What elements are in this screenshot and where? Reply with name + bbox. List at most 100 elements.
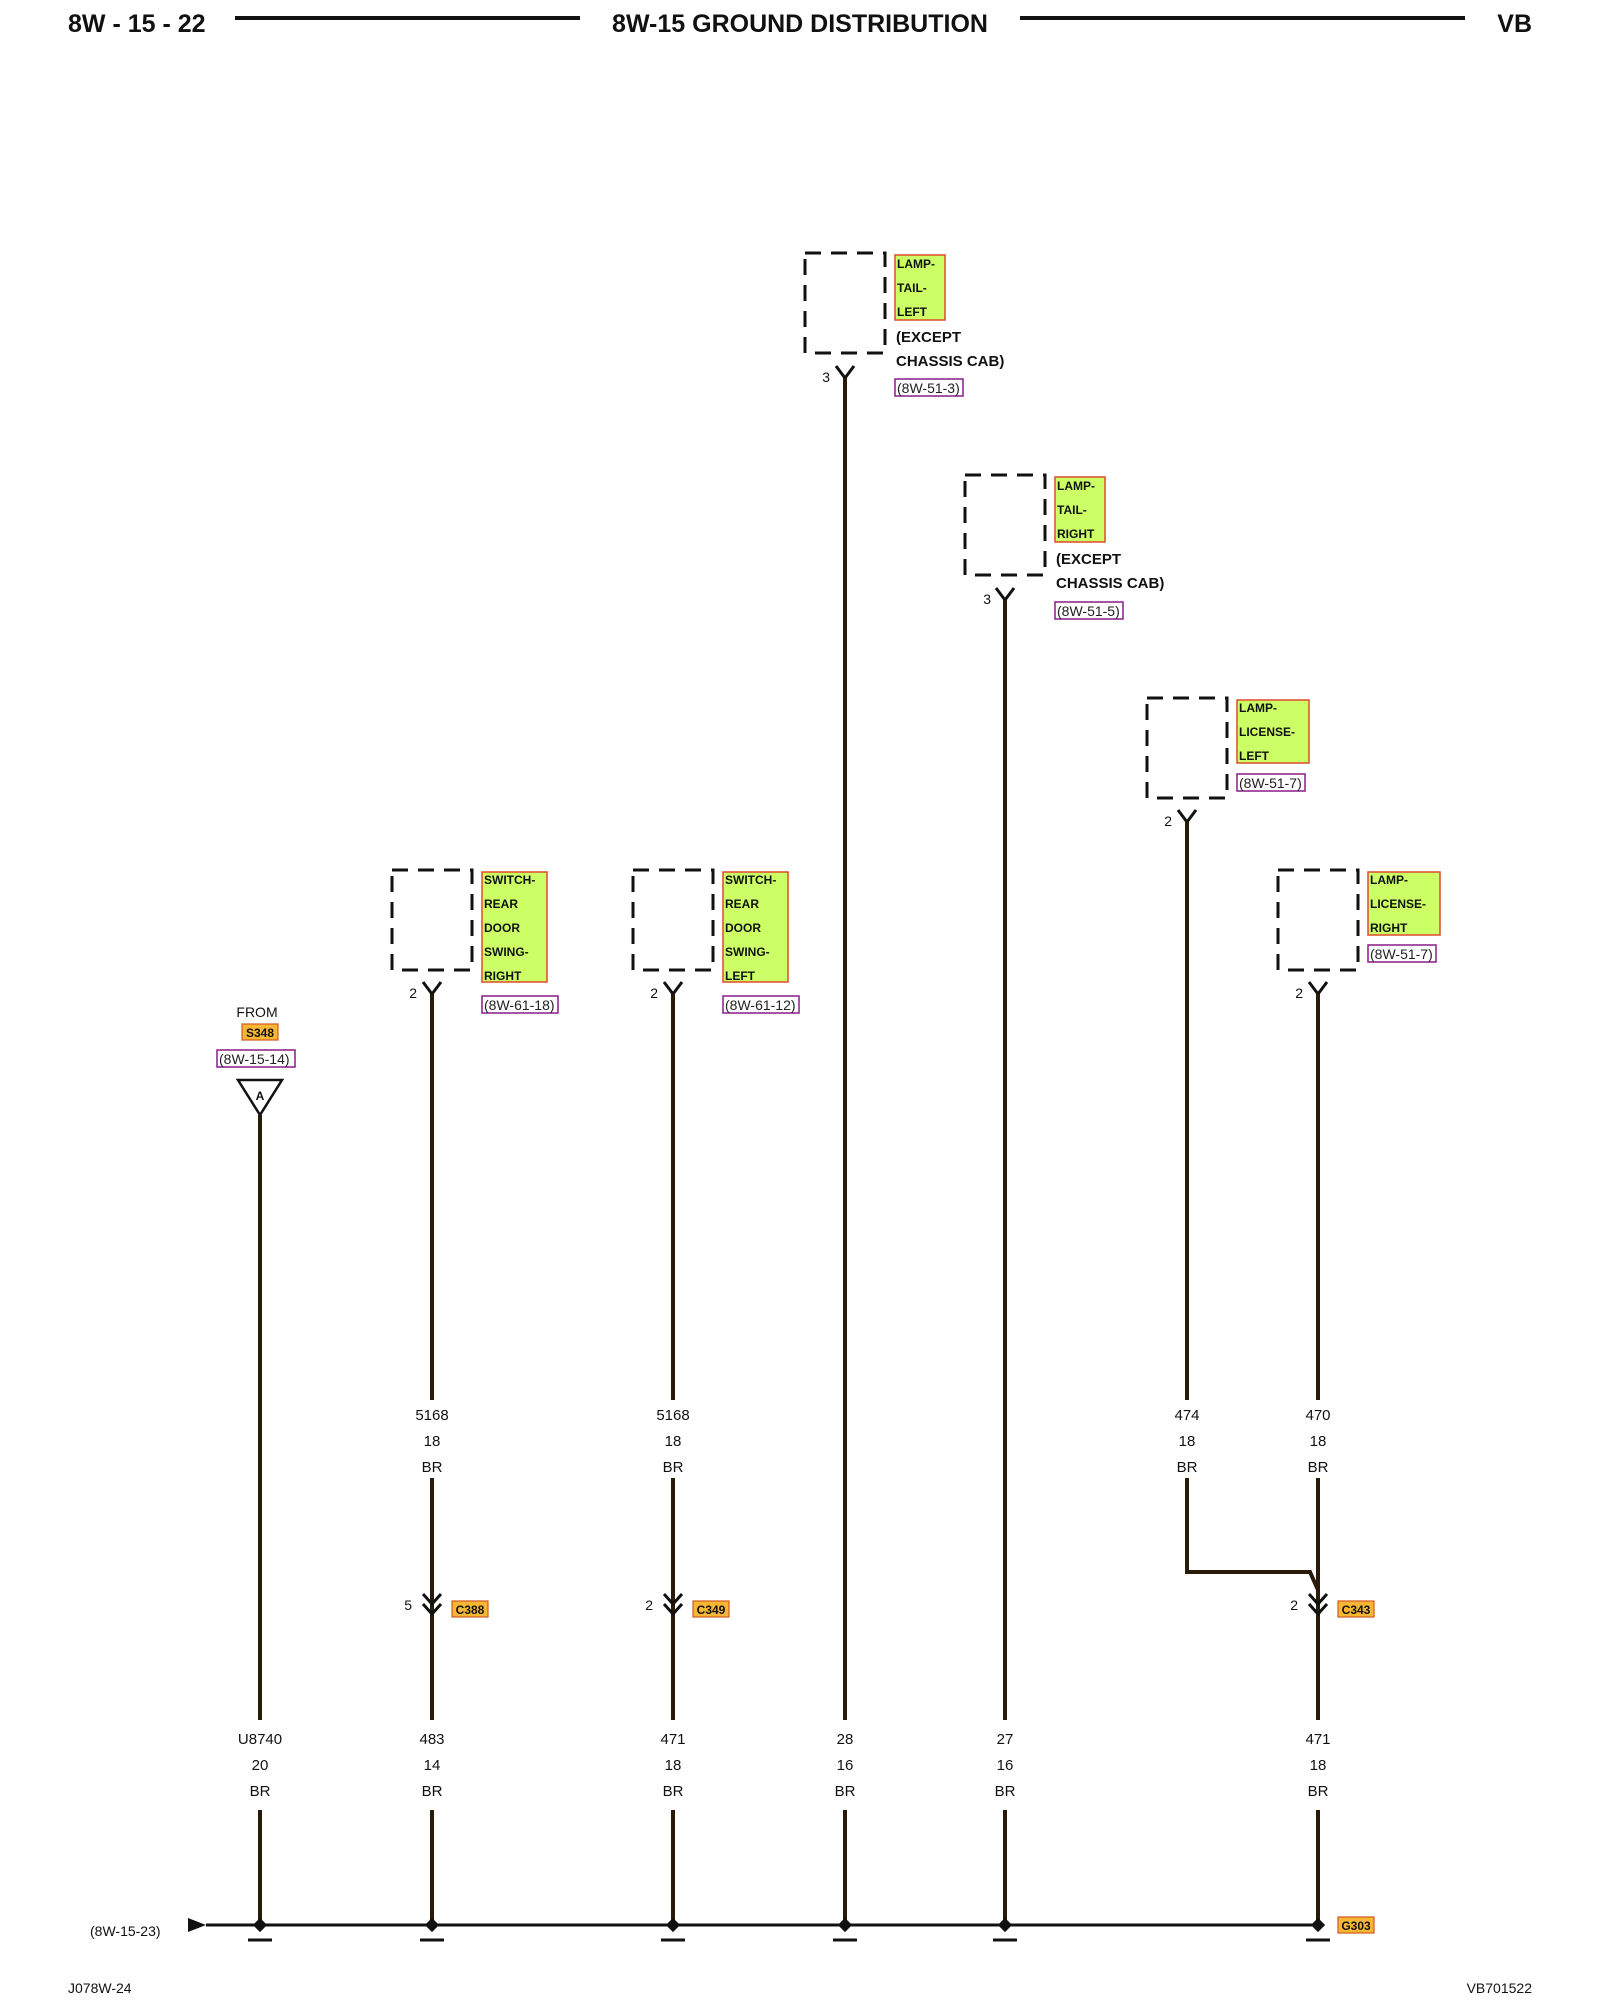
svg-text:3: 3	[822, 369, 830, 385]
svg-text:LEFT: LEFT	[725, 969, 756, 983]
svg-text:SWITCH-: SWITCH-	[725, 873, 776, 887]
svg-text:14: 14	[424, 1757, 441, 1774]
svg-text:BR: BR	[1177, 1459, 1198, 1476]
svg-text:C349: C349	[697, 1603, 726, 1617]
ref-link[interactable]: (8W-51-3)	[897, 380, 960, 396]
ground-continuation-ref[interactable]: (8W-15-23)	[90, 1923, 161, 1939]
page-header: 8W - 15 - 22 8W-15 GROUND DISTRIBUTION V…	[68, 10, 1532, 38]
svg-text:18: 18	[424, 1433, 441, 1450]
svg-text:BR: BR	[422, 1783, 443, 1800]
svg-text:18: 18	[665, 1757, 682, 1774]
svg-text:471: 471	[1305, 1731, 1330, 1748]
footer-right: VB701522	[1467, 1980, 1533, 1996]
svg-text:16: 16	[837, 1757, 854, 1774]
svg-text:S348: S348	[246, 1026, 274, 1040]
footer-left: J078W-24	[68, 1980, 132, 1996]
svg-text:RIGHT: RIGHT	[1057, 527, 1095, 541]
svg-text:20: 20	[252, 1757, 269, 1774]
svg-text:BR: BR	[995, 1783, 1016, 1800]
vehicle-code: VB	[1497, 10, 1532, 38]
svg-text:470: 470	[1305, 1407, 1330, 1424]
svg-text:RIGHT: RIGHT	[484, 969, 522, 983]
svg-text:5168: 5168	[656, 1407, 689, 1424]
svg-text:3: 3	[983, 591, 991, 607]
ground-label: G303	[1341, 1919, 1371, 1933]
svg-text:SWING-: SWING-	[725, 945, 770, 959]
svg-text:(EXCEPT: (EXCEPT	[896, 329, 961, 346]
svg-text:BR: BR	[1308, 1783, 1329, 1800]
component-switch-rear-door-swing-right[interactable]: SWITCH- REAR DOOR SWING- RIGHT (8W-61-18…	[390, 868, 559, 1014]
svg-text:A: A	[256, 1089, 265, 1103]
svg-text:SWING-: SWING-	[484, 945, 529, 959]
ref-link[interactable]: (8W-51-7)	[1239, 775, 1302, 791]
upper-wire-labels: 5168 18 BR 5168 18 BR 474 18 BR 470 18 B…	[415, 1407, 1330, 1476]
svg-text:BR: BR	[422, 1459, 443, 1476]
svg-text:2: 2	[1290, 1597, 1298, 1613]
svg-text:2: 2	[645, 1597, 653, 1613]
svg-text:(EXCEPT: (EXCEPT	[1056, 551, 1121, 568]
component-lamp-tail-right[interactable]: LAMP- TAIL- RIGHT (EXCEPT CHASSIS CAB) (…	[963, 473, 1164, 620]
component-lamp-license-right[interactable]: LAMP- LICENSE- RIGHT (8W-51-7) 2	[1276, 868, 1441, 1001]
from-splice-s348[interactable]: FROM S348 (8W-15-14) A	[216, 1004, 296, 1118]
ref-link[interactable]: (8W-51-7)	[1370, 946, 1433, 962]
ref-link[interactable]: (8W-51-5)	[1057, 603, 1120, 619]
svg-text:5168: 5168	[415, 1407, 448, 1424]
svg-text:LAMP-: LAMP-	[1239, 701, 1277, 715]
svg-text:18: 18	[1179, 1433, 1196, 1450]
svg-text:2: 2	[409, 985, 417, 1001]
page-footer: J078W-24 VB701522	[68, 1980, 1532, 1996]
svg-text:CHASSIS CAB): CHASSIS CAB)	[896, 353, 1004, 370]
pin-terminals	[421, 365, 1329, 997]
svg-text:5: 5	[404, 1597, 412, 1613]
page-number: 8W - 15 - 22	[68, 10, 206, 38]
svg-text:SWITCH-: SWITCH-	[484, 873, 535, 887]
svg-text:LAMP-: LAMP-	[897, 257, 935, 271]
connector-c349[interactable]: 2 C349	[645, 1592, 730, 1618]
connector-c388[interactable]: 5 C388	[404, 1592, 489, 1618]
svg-text:C343: C343	[1342, 1603, 1371, 1617]
svg-text:U8740: U8740	[238, 1731, 282, 1748]
svg-text:LEFT: LEFT	[1239, 749, 1270, 763]
svg-text:2: 2	[1295, 985, 1303, 1001]
svg-text:BR: BR	[663, 1783, 684, 1800]
svg-text:LICENSE-: LICENSE-	[1370, 897, 1426, 911]
svg-text:18: 18	[665, 1433, 682, 1450]
ref-link[interactable]: (8W-61-18)	[484, 997, 555, 1013]
svg-text:18: 18	[1310, 1757, 1327, 1774]
wires	[258, 378, 1320, 1925]
svg-text:2: 2	[1164, 813, 1172, 829]
svg-text:16: 16	[997, 1757, 1014, 1774]
page-title: 8W-15 GROUND DISTRIBUTION	[612, 10, 988, 38]
ref-link[interactable]: (8W-15-14)	[219, 1051, 290, 1067]
svg-text:TAIL-: TAIL-	[897, 281, 927, 295]
svg-text:471: 471	[660, 1731, 685, 1748]
connector-c343[interactable]: 2 C343	[1290, 1592, 1375, 1618]
svg-text:LAMP-: LAMP-	[1057, 479, 1095, 493]
component-switch-rear-door-swing-left[interactable]: SWITCH- REAR DOOR SWING- LEFT (8W-61-12)…	[631, 868, 800, 1014]
svg-text:2: 2	[650, 985, 658, 1001]
component-lamp-tail-left[interactable]: LAMP- TAIL- LEFT (EXCEPT CHASSIS CAB) (8…	[803, 251, 1004, 397]
svg-text:CHASSIS CAB): CHASSIS CAB)	[1056, 575, 1164, 592]
svg-text:DOOR: DOOR	[725, 921, 761, 935]
svg-text:DOOR: DOOR	[484, 921, 520, 935]
svg-text:BR: BR	[250, 1783, 271, 1800]
svg-text:BR: BR	[663, 1459, 684, 1476]
svg-text:FROM: FROM	[236, 1004, 277, 1020]
svg-text:LICENSE-: LICENSE-	[1239, 725, 1295, 739]
svg-text:27: 27	[997, 1731, 1014, 1748]
lower-wire-labels: U8740 20 BR 483 14 BR 471 18 BR 28 16 BR…	[238, 1731, 1331, 1800]
ref-link[interactable]: (8W-61-12)	[725, 997, 796, 1013]
svg-text:LAMP-: LAMP-	[1370, 873, 1408, 887]
svg-text:BR: BR	[835, 1783, 856, 1800]
svg-text:TAIL-: TAIL-	[1057, 503, 1087, 517]
ground-bus[interactable]: (8W-15-23) G303	[90, 1916, 1375, 1942]
component-lamp-license-left[interactable]: LAMP- LICENSE- LEFT (8W-51-7) 2	[1145, 696, 1310, 829]
svg-text:REAR: REAR	[725, 897, 759, 911]
svg-text:28: 28	[837, 1731, 854, 1748]
svg-text:REAR: REAR	[484, 897, 518, 911]
svg-text:LEFT: LEFT	[897, 305, 928, 319]
svg-text:18: 18	[1310, 1433, 1327, 1450]
svg-text:474: 474	[1174, 1407, 1199, 1424]
svg-text:C388: C388	[456, 1603, 485, 1617]
